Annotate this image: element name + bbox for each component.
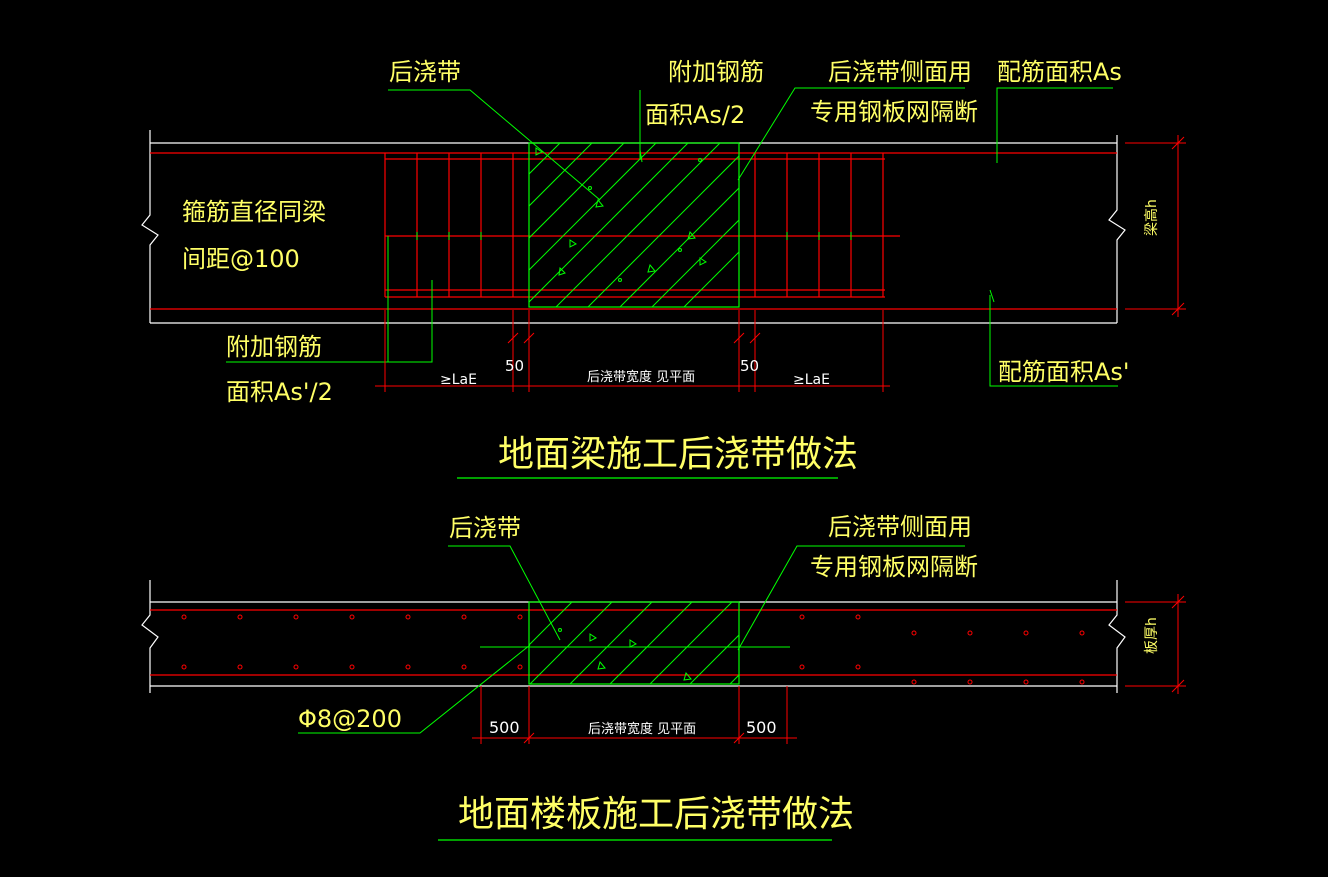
beam-dim-50-right: 50 [740, 357, 759, 375]
beam-detail: 后浇带 附加钢筋 面积As/2 后浇带侧面用 专用钢板网隔断 配筋面积As 箍筋… [141, 58, 1186, 479]
beam-height-dimension [1125, 135, 1186, 317]
beam-dim-lae-right: ≥LaE [793, 372, 830, 388]
beam-rebar-ticks [416, 149, 998, 303]
beam-label-rebar-as: 配筋面积As [997, 58, 1122, 86]
slab-dimension [472, 686, 797, 744]
slab-label-post-pour: 后浇带 [449, 514, 521, 542]
slab-leaders [298, 545, 965, 734]
beam-stirrups [384, 153, 884, 297]
beam-label-extra-rebar-bot-1: 附加钢筋 [226, 333, 322, 361]
slab-height-dimension [1125, 594, 1186, 694]
beam-leaders [226, 87, 1118, 387]
beam-dim-width: 后浇带宽度 见平面 [587, 369, 695, 385]
beam-label-side-mesh-1: 后浇带侧面用 [828, 58, 972, 86]
slab-height-label: 板厚h [1144, 617, 1160, 654]
slab-title: 地面楼板施工后浇带做法 [458, 794, 854, 835]
slab-rebar-dots [181, 614, 1085, 685]
slab-label-rebar: Φ8@200 [298, 705, 402, 733]
slab-dim-width: 后浇带宽度 见平面 [588, 721, 696, 737]
slab-dim-500-left: 500 [489, 718, 520, 737]
slab-labels: 后浇带 后浇带侧面用 专用钢板网隔断 Φ8@200 板厚h 500 后浇带宽度 … [298, 513, 1160, 835]
slab-rebar [150, 609, 1117, 676]
slab-post-pour-band [528, 601, 740, 685]
beam-dimension [375, 310, 890, 392]
beam-labels: 后浇带 附加钢筋 面积As/2 后浇带侧面用 专用钢板网隔断 配筋面积As 箍筋… [182, 58, 1160, 475]
beam-label-side-mesh-2: 专用钢板网隔断 [810, 98, 978, 126]
slab-detail: 后浇带 后浇带侧面用 专用钢板网隔断 Φ8@200 板厚h 500 后浇带宽度 … [141, 513, 1186, 841]
slab-label-side-mesh-2: 专用钢板网隔断 [810, 553, 978, 581]
beam-height-label: 梁高h [1143, 199, 1160, 236]
beam-label-rebar-as-prime: 配筋面积As' [998, 358, 1130, 386]
beam-dim-lae-left: ≥LaE [440, 372, 477, 388]
beam-dim-50-left: 50 [505, 357, 524, 375]
slab-concrete-outline [141, 580, 1126, 693]
beam-label-post-pour: 后浇带 [389, 58, 461, 86]
beam-main-rebar [150, 152, 1117, 310]
beam-label-extra-rebar-top-1: 附加钢筋 [668, 58, 764, 86]
beam-label-extra-rebar-top-2: 面积As/2 [645, 101, 745, 129]
slab-dim-500-right: 500 [746, 718, 777, 737]
beam-label-stirrup-2: 间距@100 [182, 245, 300, 273]
beam-label-stirrup-1: 箍筋直径同梁 [182, 198, 326, 226]
beam-title: 地面梁施工后浇带做法 [498, 434, 858, 475]
beam-post-pour-band [528, 142, 740, 308]
slab-label-side-mesh-1: 后浇带侧面用 [828, 513, 972, 541]
beam-label-extra-rebar-bot-2: 面积As'/2 [226, 378, 333, 406]
